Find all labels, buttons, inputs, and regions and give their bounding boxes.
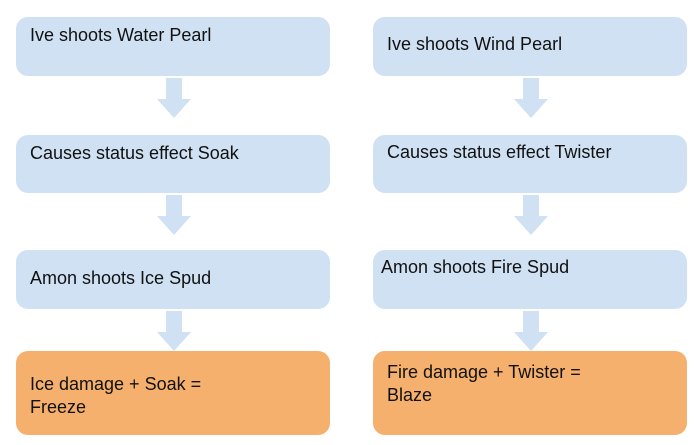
down-arrow-icon bbox=[157, 195, 191, 235]
left-result-line-2: Freeze bbox=[30, 397, 87, 417]
left-step-3-label: Amon shoots Ice Spud bbox=[30, 268, 212, 288]
down-arrow-icon bbox=[514, 78, 548, 118]
right-step-3-label: Amon shoots Fire Spud bbox=[381, 257, 570, 277]
right-result: Fire damage + Twister = Blaze bbox=[373, 351, 687, 435]
right-result-line-2: Blaze bbox=[387, 385, 433, 405]
right-step-2-label: Causes status effect Twister bbox=[387, 142, 612, 162]
down-arrow-icon bbox=[514, 195, 548, 235]
down-arrow-icon bbox=[514, 311, 548, 351]
left-result-line-1: Ice damage + Soak = bbox=[30, 374, 202, 394]
left-result: Ice damage + Soak = Freeze bbox=[16, 351, 330, 435]
left-step-2-label: Causes status effect Soak bbox=[30, 143, 239, 163]
right-step-3: Amon shoots Fire Spud bbox=[373, 250, 687, 309]
down-arrow-icon bbox=[157, 311, 191, 351]
left-step-1: Ive shoots Water Pearl bbox=[16, 17, 330, 76]
right-step-1: Ive shoots Wind Pearl bbox=[373, 17, 687, 76]
left-step-2: Causes status effect Soak bbox=[16, 135, 330, 193]
right-step-2: Causes status effect Twister bbox=[373, 135, 687, 193]
right-step-1-label: Ive shoots Wind Pearl bbox=[387, 34, 563, 54]
left-step-1-label: Ive shoots Water Pearl bbox=[30, 25, 212, 45]
right-result-line-1: Fire damage + Twister = bbox=[387, 362, 581, 382]
left-step-3: Amon shoots Ice Spud bbox=[16, 250, 330, 309]
down-arrow-icon bbox=[157, 78, 191, 118]
